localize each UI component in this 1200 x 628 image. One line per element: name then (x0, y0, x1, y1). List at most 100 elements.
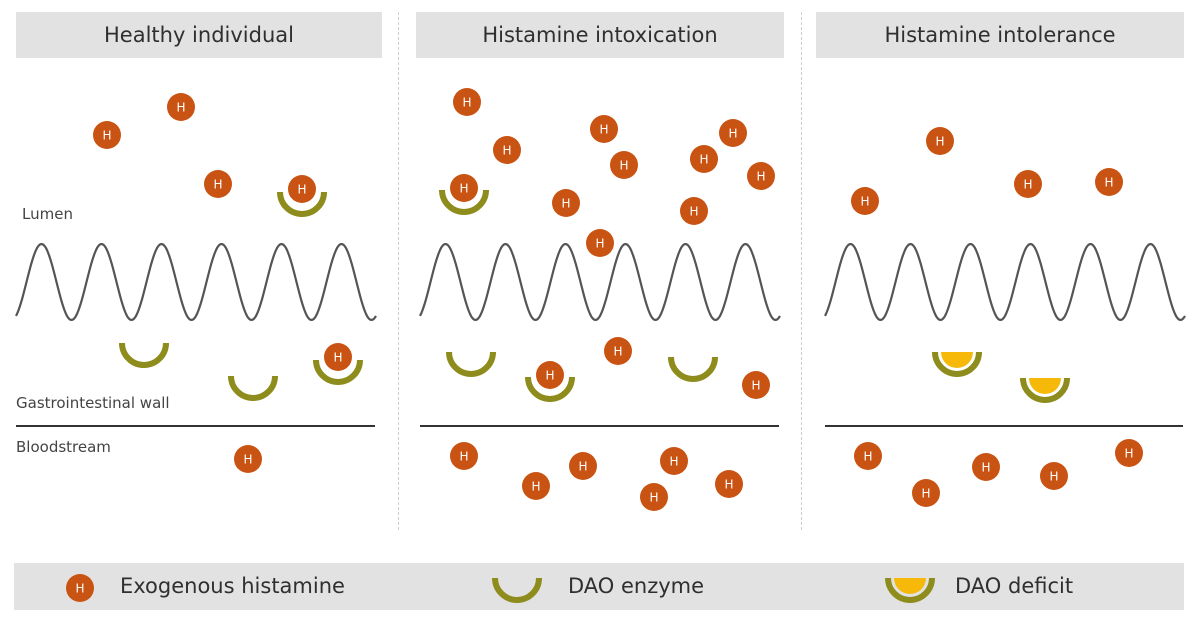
dao-enzyme-icon (313, 359, 363, 385)
histamine-molecule-icon: H (604, 337, 632, 365)
bloodstream-label: Bloodstream (16, 438, 111, 456)
histamine-molecule-icon: H (569, 452, 597, 480)
svg-text:H: H (213, 178, 222, 192)
dao-enzyme-icon (492, 577, 542, 603)
svg-text:H: H (935, 135, 944, 149)
svg-text:H: H (1104, 176, 1113, 190)
svg-text:H: H (599, 123, 608, 137)
dao-enzyme-icon (277, 191, 327, 217)
histamine-molecule-icon: H (552, 189, 580, 217)
svg-text:H: H (981, 461, 990, 475)
histamine-molecule-icon: H (586, 229, 614, 257)
legend-dao-deficit-label: DAO deficit (955, 574, 1074, 598)
histamine-molecule-icon: H (680, 197, 708, 225)
histamine-molecule-icon: H (1095, 168, 1123, 196)
histamine-molecule-icon: H (536, 361, 564, 389)
histamine-molecule-icon: H (167, 93, 195, 121)
svg-text:H: H (649, 491, 658, 505)
histamine-molecule-icon: H (450, 174, 478, 202)
svg-text:H: H (459, 182, 468, 196)
histamine-molecule-icon: H (747, 162, 775, 190)
panel-title-intolerance: Histamine intolerance (816, 12, 1184, 58)
dao-enzyme-icon (439, 189, 489, 215)
dao-deficit-icon (885, 577, 935, 603)
dao-deficit-icon (932, 351, 982, 377)
svg-text:H: H (1124, 447, 1133, 461)
svg-text:H: H (613, 345, 622, 359)
svg-text:H: H (1049, 470, 1058, 484)
svg-text:H: H (459, 450, 468, 464)
histamine-molecule-icon: H (742, 371, 770, 399)
intestinal-villi-wall (824, 243, 1186, 321)
svg-text:H: H (75, 582, 84, 596)
legend-bar (14, 563, 1184, 610)
svg-text:H: H (243, 453, 252, 467)
svg-text:H: H (297, 183, 306, 197)
svg-text:H: H (531, 480, 540, 494)
svg-text:H: H (545, 369, 554, 383)
svg-text:H: H (921, 487, 930, 501)
dao-enzyme-icon (119, 342, 169, 368)
dao-enzyme-icon (525, 376, 575, 402)
intestinal-villi-wall (15, 243, 377, 321)
svg-text:H: H (860, 195, 869, 209)
dao-enzyme-icon (668, 356, 718, 382)
svg-text:H: H (333, 351, 342, 365)
histamine-molecule-icon: H (450, 442, 478, 470)
dao-enzyme-icon (446, 351, 496, 377)
histamine-molecule-icon: H (1014, 170, 1042, 198)
histamine-molecule-icon: H (690, 145, 718, 173)
histamine-molecule-icon: H (912, 479, 940, 507)
svg-text:H: H (561, 197, 570, 211)
svg-text:H: H (699, 153, 708, 167)
svg-text:H: H (176, 101, 185, 115)
histamine-molecule-icon: H (854, 442, 882, 470)
histamine-molecule-icon: H (453, 88, 481, 116)
histamine-molecule-icon: H (522, 472, 550, 500)
histamine-molecule-icon: H (93, 121, 121, 149)
histamine-molecule-icon: H (715, 470, 743, 498)
histamine-molecule-icon: H (640, 483, 668, 511)
svg-text:H: H (863, 450, 872, 464)
svg-text:H: H (578, 460, 587, 474)
histamine-molecule-icon: H (972, 453, 1000, 481)
svg-text:H: H (619, 159, 628, 173)
svg-text:H: H (689, 205, 698, 219)
histamine-molecule-icon: H (204, 170, 232, 198)
panel-title-intoxication: Histamine intoxication (416, 12, 784, 58)
histamine-molecule-icon: H (493, 136, 521, 164)
histamine-molecule-icon: H (66, 574, 94, 602)
svg-text:H: H (1023, 178, 1032, 192)
svg-text:H: H (728, 127, 737, 141)
histamine-molecule-icon: H (1115, 439, 1143, 467)
histamine-molecule-icon: H (926, 127, 954, 155)
dao-enzyme-icon (228, 375, 278, 401)
histamine-molecule-icon: H (324, 343, 352, 371)
histamine-molecule-icon: H (288, 175, 316, 203)
svg-text:H: H (595, 237, 604, 251)
svg-text:H: H (462, 96, 471, 110)
svg-text:H: H (756, 170, 765, 184)
histamine-molecule-icon: H (719, 119, 747, 147)
gi-wall-label: Gastrointestinal wall (16, 394, 170, 412)
histamine-molecule-icon: H (234, 445, 262, 473)
histamine-molecule-icon: H (590, 115, 618, 143)
histamine-molecule-icon: H (610, 151, 638, 179)
histamine-molecule-icon: H (851, 187, 879, 215)
intestinal-villi-wall (419, 243, 781, 321)
dao-deficit-icon (1020, 377, 1070, 403)
lumen-label: Lumen (22, 205, 73, 223)
svg-text:H: H (502, 144, 511, 158)
panel-divider (801, 12, 802, 530)
svg-text:H: H (102, 129, 111, 143)
legend-histamine-label: Exogenous histamine (120, 574, 345, 598)
svg-text:H: H (669, 455, 678, 469)
svg-text:H: H (751, 379, 760, 393)
panel-divider (398, 12, 399, 530)
histamine-molecule-icon: H (660, 447, 688, 475)
legend-dao-enzyme-label: DAO enzyme (568, 574, 705, 598)
histamine-molecule-icon: H (1040, 462, 1068, 490)
panel-title-healthy: Healthy individual (16, 12, 382, 58)
svg-text:H: H (724, 478, 733, 492)
